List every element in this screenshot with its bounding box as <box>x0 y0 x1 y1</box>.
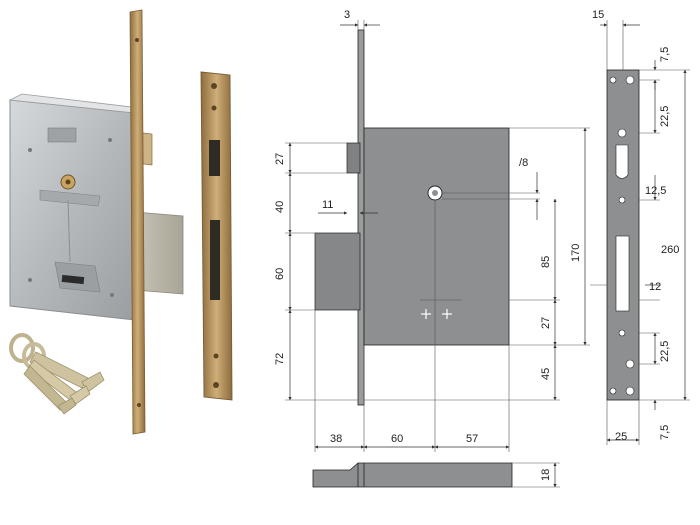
lock-body-photo <box>8 9 184 435</box>
dimension-labels: 3 15 27 40 60 72 11 /8 170 85 27 45 38 6… <box>274 9 679 481</box>
strike-plate-drawing <box>590 20 690 445</box>
dim-8: 8 <box>522 157 528 169</box>
dim-57: 57 <box>466 433 478 445</box>
dim-18: 18 <box>540 469 552 481</box>
dim-22-5-top: 22,5 <box>659 106 671 127</box>
dim-12-5: 12,5 <box>645 185 666 197</box>
strike-dimension-lines <box>600 23 687 442</box>
dim-170: 170 <box>570 244 582 262</box>
dim-22-5-bottom: 22,5 <box>659 341 671 362</box>
dim-45: 45 <box>540 368 552 380</box>
dim-25: 25 <box>615 431 627 443</box>
dim-slash-8: /8 <box>519 157 528 169</box>
dim-40: 40 <box>274 201 286 213</box>
dim-7-5-top: 7,5 <box>659 47 671 62</box>
dim-27-mid: 27 <box>540 317 552 329</box>
dim-3: 3 <box>344 9 350 21</box>
dim-60-vert: 60 <box>274 268 286 280</box>
dim-11: 11 <box>322 199 333 211</box>
lock-side-view-drawing <box>285 20 590 452</box>
dim-15: 15 <box>592 9 604 21</box>
dim-85: 85 <box>540 256 552 268</box>
keys-photo <box>9 333 105 415</box>
dim-7-5-bottom: 7,5 <box>659 425 671 440</box>
dim-27-top: 27 <box>274 153 286 165</box>
lock-bottom-profile-drawing <box>312 462 560 488</box>
dim-38: 38 <box>330 433 342 445</box>
lock-dimension-lines <box>288 23 587 488</box>
dim-72: 72 <box>274 353 286 365</box>
dim-260: 260 <box>661 244 679 256</box>
strike-plate-photo <box>200 71 233 401</box>
dim-60-horiz: 60 <box>391 433 403 445</box>
dim-12: 12 <box>649 281 661 293</box>
